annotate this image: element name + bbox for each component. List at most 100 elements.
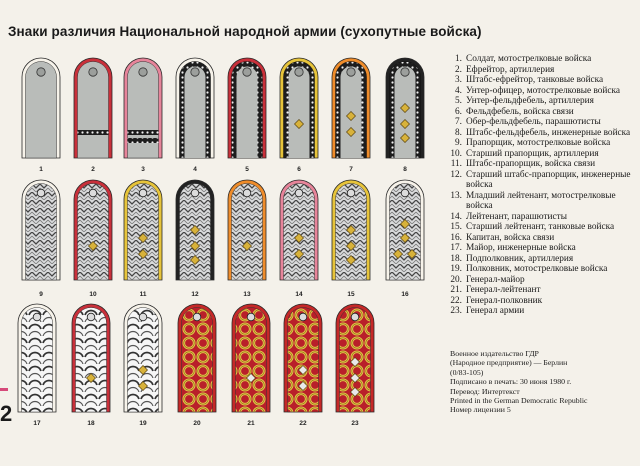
rank-star-icon bbox=[346, 255, 356, 265]
shoulder-board-8: 8 bbox=[385, 57, 425, 173]
rank-stripe bbox=[77, 130, 109, 135]
button-icon bbox=[346, 188, 356, 198]
rank-star-icon bbox=[400, 119, 410, 129]
legend-item: 3. Штабс-ефрейтор, танковые войска bbox=[450, 75, 638, 86]
rank-star-icon bbox=[190, 241, 200, 251]
legend-item: 4.Унтер-офицер, мотострелковые войска bbox=[450, 86, 638, 97]
imprint-line: Подписано в печать: 30 июня 1980 г. bbox=[450, 377, 572, 387]
legend-item-number: 13. bbox=[450, 190, 462, 201]
rank-star-icon bbox=[246, 373, 256, 383]
legend-item: 22.Генерал-полковник bbox=[450, 296, 638, 307]
rank-star-icon bbox=[294, 233, 304, 243]
legend-item-number: 2. bbox=[455, 64, 462, 75]
legend-item-number: 12. bbox=[450, 169, 462, 180]
button-icon bbox=[192, 312, 202, 322]
rank-star-icon bbox=[346, 127, 356, 137]
legend-item-number: 11. bbox=[450, 159, 462, 169]
legend-item-text: Полковник, мотострелковые войска bbox=[466, 264, 608, 274]
rank-star-icon bbox=[350, 387, 360, 397]
legend-item: 20.Генерал-майор bbox=[450, 275, 638, 286]
legend-item-number: 9. bbox=[455, 138, 462, 148]
legend-item-text: Младший лейтенант, мотострелковые войска bbox=[466, 190, 616, 212]
legend-item: 1.Солдат, мотострелковые войска bbox=[450, 54, 638, 65]
rank-star-icon bbox=[138, 381, 148, 391]
button-icon bbox=[294, 188, 304, 198]
legend-item: 5.Унтер-фельдфебель, артиллерия bbox=[450, 96, 638, 107]
shoulder-board-12: 12 bbox=[175, 179, 215, 298]
board-number: 8 bbox=[403, 166, 407, 173]
rank-star-icon bbox=[242, 241, 252, 251]
legend-item-number: 23. bbox=[450, 306, 462, 316]
rank-star-icon bbox=[88, 241, 98, 251]
legend-item: 21. Генерал-лейтенант bbox=[450, 285, 638, 296]
legend-item-text: Унтер-фельдфебель, артиллерия bbox=[466, 96, 594, 106]
legend-item-text: Штабс-фельдфебель, инженерные войска bbox=[466, 127, 631, 138]
legend-item-number: 16. bbox=[450, 232, 462, 243]
shoulder-board-19: 19 bbox=[123, 303, 163, 427]
rank-star-icon bbox=[400, 103, 410, 113]
board-number: 18 bbox=[87, 420, 95, 427]
rank-star-icon bbox=[294, 249, 304, 259]
button-icon bbox=[138, 188, 148, 198]
board-number: 14 bbox=[295, 291, 303, 298]
legend-item: 6.Фельдфебель, войска связи bbox=[450, 107, 638, 118]
imprint-line: Printed in the German Democratic Republi… bbox=[450, 396, 588, 406]
imprint-line: Номер лицензии 5 bbox=[450, 405, 511, 415]
rank-star-icon bbox=[138, 249, 148, 259]
board-number: 22 bbox=[299, 420, 307, 427]
button-icon bbox=[294, 67, 304, 77]
legend-item: 13. Младший лейтенант, мотострелковые вой… bbox=[450, 191, 638, 212]
legend-item-number: 15. bbox=[450, 222, 462, 232]
board-number: 12 bbox=[191, 291, 199, 298]
shoulder-board-22: 22 bbox=[283, 303, 323, 427]
legend-item-text: Генерал-полковник bbox=[466, 295, 543, 306]
shoulder-board-9: 9 bbox=[21, 179, 61, 298]
page-number: 2 bbox=[0, 401, 13, 426]
legend-item-number: 19. bbox=[450, 264, 462, 274]
legend-item-text: Лейтенант, парашютисты bbox=[466, 211, 567, 222]
rank-star-icon bbox=[138, 365, 148, 375]
imprint-line: (Народное предприятие) — Берлин bbox=[450, 358, 568, 368]
legend-item-text: Капитан, войска связи bbox=[466, 232, 555, 243]
shoulder-board-3: 3 bbox=[123, 57, 163, 173]
button-icon bbox=[138, 312, 148, 322]
legend-item-text: Подполковник, артиллерия bbox=[466, 253, 574, 264]
legend-item-text: Генерал-майор bbox=[466, 274, 525, 285]
legend-item: 18. Подполковник, артиллерия bbox=[450, 254, 638, 265]
shoulder-board-5: 5 bbox=[227, 57, 267, 173]
legend-item-number: 17. bbox=[450, 243, 462, 253]
legend-item: 2. Ефрейтор, артиллерия bbox=[450, 65, 638, 76]
legend-item-text: Штабс-ефрейтор, танковые войска bbox=[466, 75, 604, 85]
board-number: 23 bbox=[351, 420, 359, 427]
legend-item: 10.Старший прапорщик, артиллерия bbox=[450, 149, 638, 160]
legend-item-number: 18. bbox=[450, 253, 462, 264]
rank-star-icon bbox=[407, 249, 417, 259]
legend-item-number: 3. bbox=[455, 75, 462, 85]
board-number: 15 bbox=[347, 291, 355, 298]
shoulder-board-13: 13 bbox=[227, 179, 267, 298]
legend-item: 14.Лейтенант, парашютисты bbox=[450, 212, 638, 223]
legend-item-number: 4. bbox=[455, 85, 462, 96]
legend-item: 23.Генерал армии bbox=[450, 306, 638, 317]
board-number: 20 bbox=[193, 420, 201, 427]
board-number: 13 bbox=[243, 291, 251, 298]
legend-item-number: 7. bbox=[455, 117, 462, 127]
rank-stripe bbox=[127, 130, 159, 135]
rank-star-icon bbox=[86, 373, 96, 383]
rank-star-icon bbox=[350, 357, 360, 367]
button-icon bbox=[242, 188, 252, 198]
shoulder-board-23: 23 bbox=[335, 303, 375, 427]
legend-item-number: 1. bbox=[455, 54, 462, 64]
button-icon bbox=[400, 67, 410, 77]
board-number: 21 bbox=[247, 420, 255, 427]
rank-star-icon bbox=[400, 133, 410, 143]
legend-item-number: 21. bbox=[450, 285, 462, 295]
legend-item-text: Старший штабс-прапорщик, инженерные войс… bbox=[466, 169, 631, 191]
legend-item-text: Генерал-лейтенант bbox=[466, 285, 541, 295]
legend-item: 15.Старший лейтенант, танковые войска bbox=[450, 222, 638, 233]
legend-item-text: Ефрейтор, артиллерия bbox=[466, 64, 555, 75]
rank-star-icon bbox=[400, 219, 410, 229]
rank-star-icon bbox=[350, 373, 360, 383]
legend-item-text: Обер-фельдфебель, парашютисты bbox=[466, 117, 601, 127]
board-number: 6 bbox=[297, 166, 301, 173]
